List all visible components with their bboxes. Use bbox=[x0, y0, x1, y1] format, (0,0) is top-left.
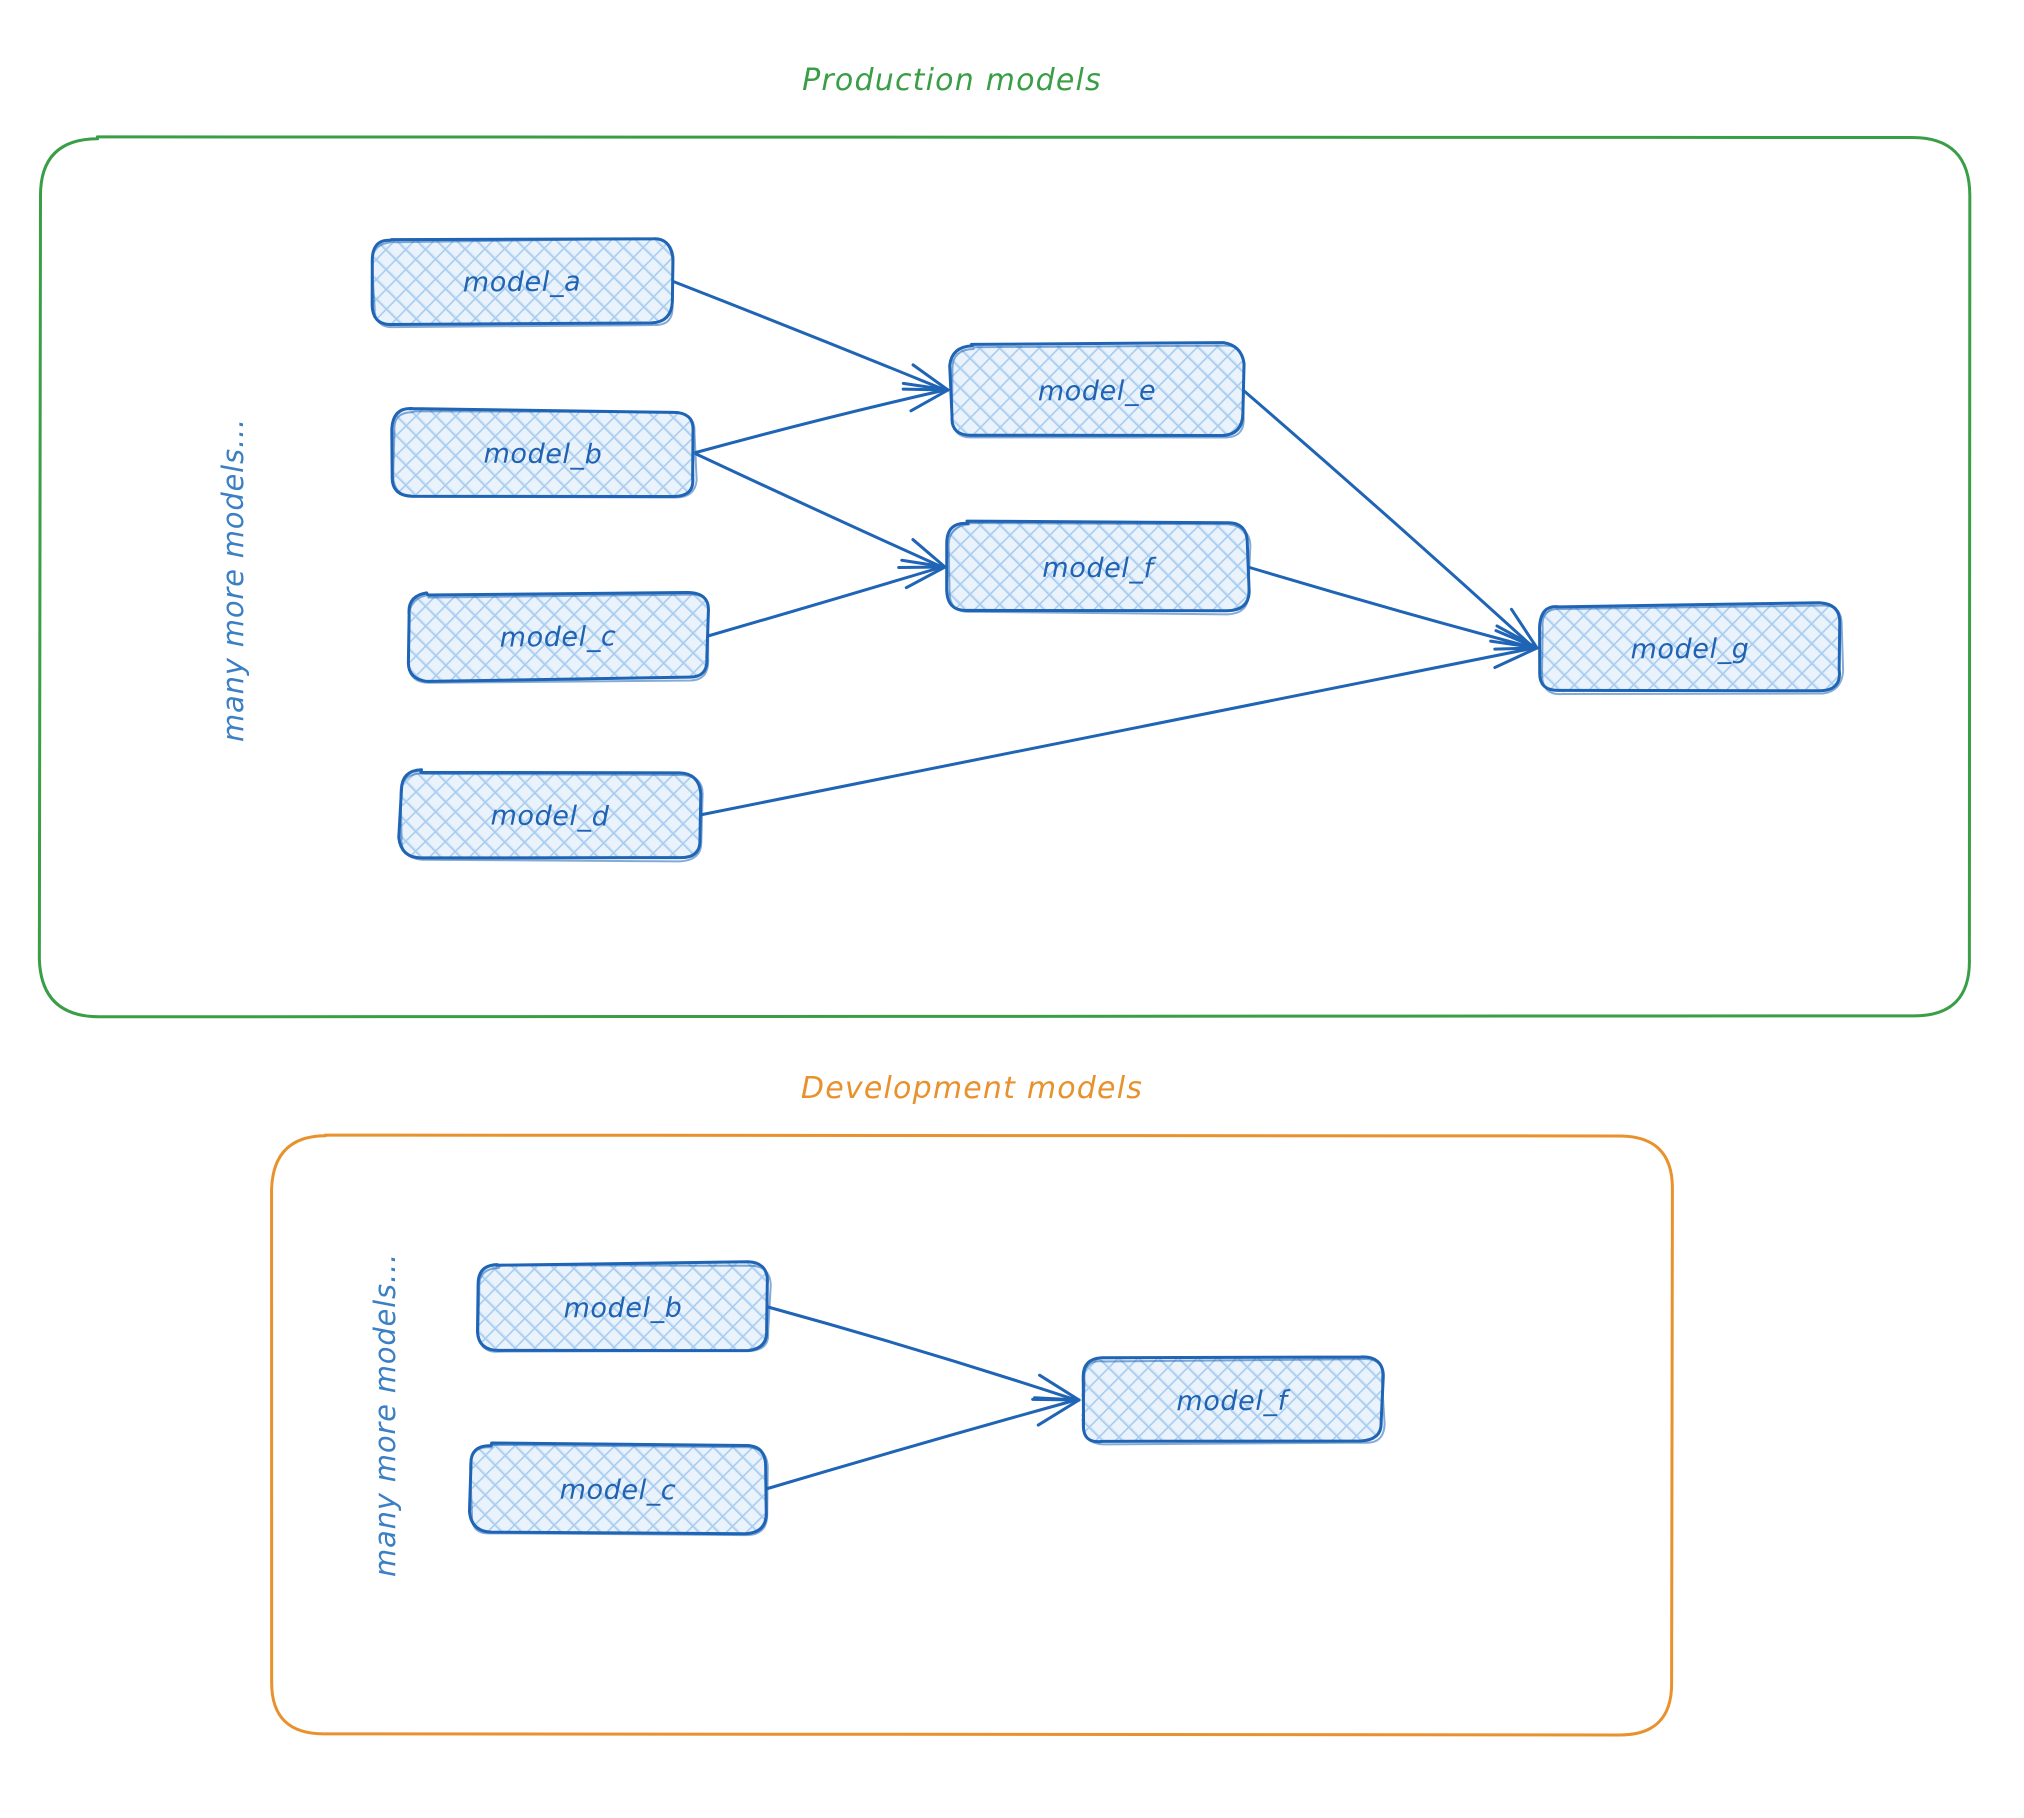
edge-arrowhead bbox=[1031, 1397, 1081, 1402]
edge-line bbox=[692, 388, 947, 455]
edge-arrowhead bbox=[1038, 1373, 1081, 1402]
model-node-outline bbox=[1540, 604, 1845, 696]
side-note-production: many more models... bbox=[216, 418, 250, 742]
model-node-model_f[interactable]: model_f bbox=[945, 519, 1252, 616]
model-node-hatch-overlay bbox=[1081, 1358, 1383, 1443]
edge-arrowhead bbox=[904, 565, 947, 590]
model-node-label: model_d bbox=[490, 800, 609, 832]
edge-model_b-to-model_f bbox=[692, 451, 947, 569]
model-node-dev_model_f[interactable]: model_f bbox=[1081, 1355, 1386, 1446]
edge-arrowhead bbox=[1489, 639, 1539, 650]
model-node-outline bbox=[370, 237, 675, 329]
model-node-label: model_f bbox=[1042, 553, 1156, 585]
edge-line bbox=[766, 1305, 1078, 1402]
model-node-model_c[interactable]: model_c bbox=[406, 590, 710, 684]
edge-line bbox=[698, 646, 1536, 817]
model-node-hatch-overlay bbox=[948, 521, 1249, 613]
edge-arrowhead bbox=[911, 538, 947, 569]
model-node-label: model_b bbox=[483, 439, 602, 471]
edge-model_f-to-model_g bbox=[1246, 565, 1539, 651]
model-node-outline bbox=[397, 768, 703, 860]
edge-arrowhead bbox=[1495, 624, 1539, 650]
group-container-development bbox=[270, 1133, 1674, 1737]
edge-model_c-to-model_f bbox=[706, 565, 947, 638]
edge-line bbox=[764, 1398, 1078, 1491]
group-container-production bbox=[37, 135, 1972, 1019]
model-node-model_e[interactable]: model_e bbox=[948, 341, 1246, 439]
edge-line bbox=[1241, 388, 1536, 650]
model-node-label: model_a bbox=[463, 266, 582, 298]
edge-line bbox=[1246, 565, 1536, 650]
model-node-label: model_g bbox=[1630, 634, 1749, 666]
edge-arrowhead bbox=[897, 565, 947, 570]
group-border-production bbox=[37, 135, 1972, 1019]
model-node-hatch-overlay bbox=[371, 237, 673, 325]
edge-arrowhead bbox=[911, 363, 950, 392]
edge-arrowhead bbox=[901, 387, 950, 392]
group-title-production: Production models bbox=[802, 63, 1102, 98]
model-node-label: model_f bbox=[1176, 1386, 1290, 1418]
model-node-outline bbox=[1081, 1358, 1386, 1446]
model-node-model_g[interactable]: model_g bbox=[1538, 601, 1845, 696]
model-node-hatch-overlay bbox=[470, 1444, 767, 1533]
model-node-outline bbox=[469, 1443, 769, 1537]
model-node-model_b[interactable]: model_b bbox=[390, 407, 698, 499]
edge-arrowhead bbox=[1510, 607, 1539, 650]
model-node-hatch-overlay bbox=[408, 591, 709, 681]
model-node-dev_model_c[interactable]: model_c bbox=[467, 1441, 769, 1537]
model-node-outline bbox=[947, 522, 1252, 616]
edge-arrowhead bbox=[1493, 646, 1539, 670]
edge-model_a-to-model_e bbox=[670, 279, 950, 392]
group-title-development: Development models bbox=[801, 1071, 1143, 1106]
model-node-label: model_c bbox=[560, 1475, 677, 1507]
model-node-outline bbox=[392, 410, 698, 499]
edge-line bbox=[670, 279, 947, 392]
model-node-hatch-overlay bbox=[950, 343, 1244, 437]
group-border-development bbox=[270, 1133, 1674, 1737]
edge-dev_model_c-to-dev_model_f bbox=[764, 1397, 1081, 1491]
model-node-hatch-overlay bbox=[392, 409, 694, 498]
edge-line bbox=[692, 451, 944, 569]
model-node-model_a[interactable]: model_a bbox=[370, 237, 675, 329]
edge-line bbox=[706, 565, 944, 638]
model-node-outline bbox=[950, 344, 1245, 439]
model-node-hatch-overlay bbox=[477, 1262, 769, 1351]
model-node-outline bbox=[477, 1264, 772, 1353]
model-node-label: model_e bbox=[1038, 376, 1157, 408]
edge-model_d-to-model_g bbox=[698, 639, 1539, 817]
model-node-dev_model_b[interactable]: model_b bbox=[475, 1260, 772, 1353]
model-node-hatch-overlay bbox=[399, 770, 701, 859]
side-note-development: many more models... bbox=[368, 1253, 402, 1577]
edge-model_b-to-model_e bbox=[692, 387, 950, 455]
model-node-outline bbox=[399, 772, 704, 863]
edge-dev_model_b-to-dev_model_f bbox=[766, 1305, 1081, 1402]
model-node-label: model_c bbox=[500, 621, 617, 653]
model-node-label: model_b bbox=[563, 1293, 682, 1325]
edge-arrowhead bbox=[909, 388, 950, 413]
model-node-hatch-overlay bbox=[1540, 604, 1840, 693]
edge-arrowhead bbox=[1036, 1398, 1081, 1427]
model-node-model_d[interactable]: model_d bbox=[397, 768, 704, 863]
model-node-outline bbox=[407, 593, 710, 684]
